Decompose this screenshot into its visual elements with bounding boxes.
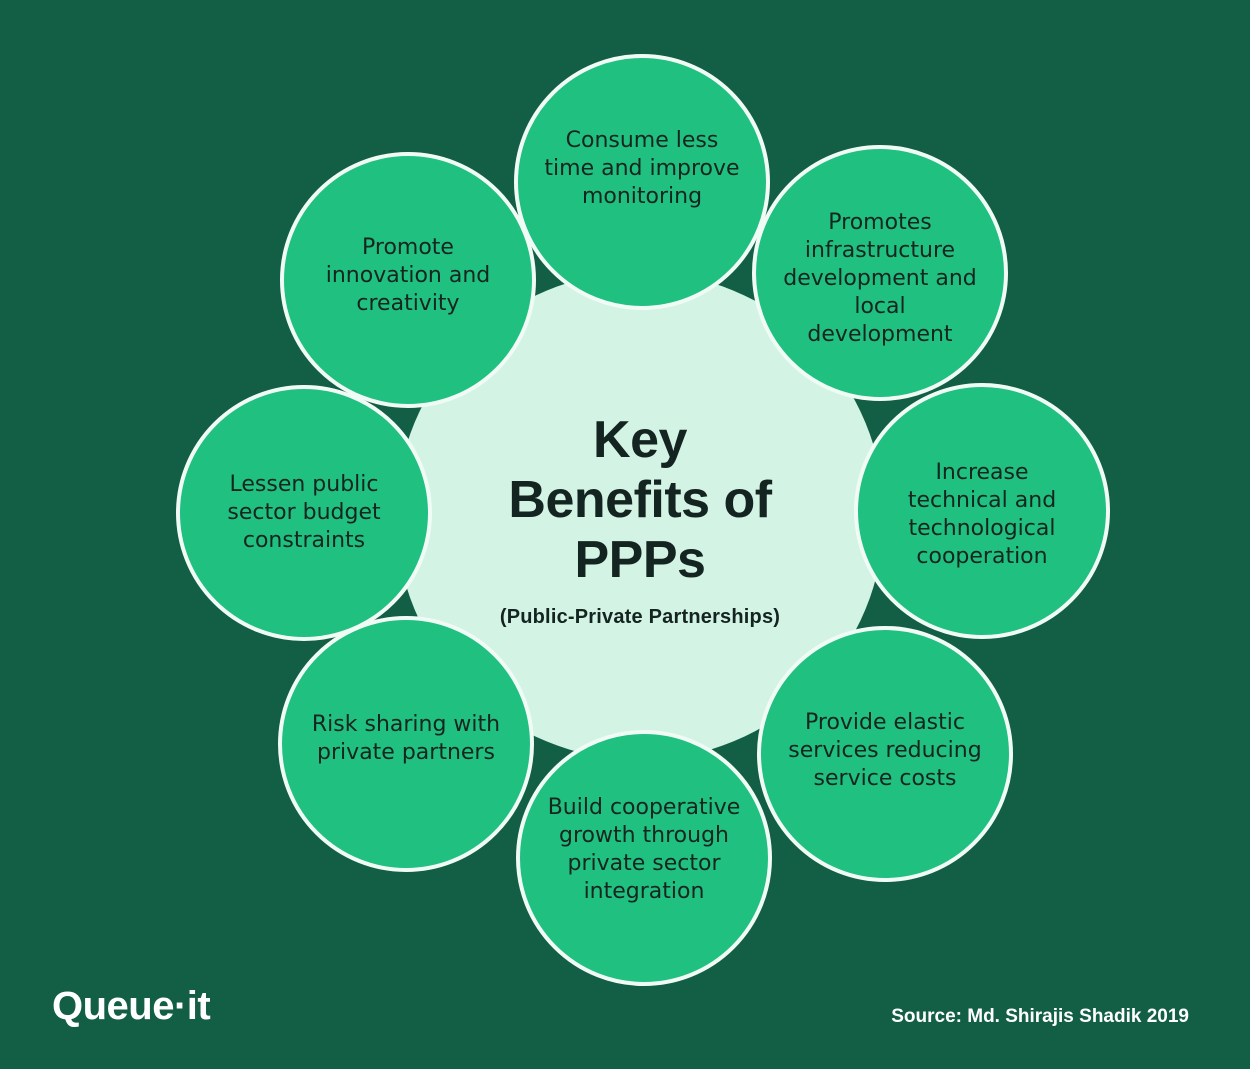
- benefit-circle-technical: Increase technical and technological coo…: [854, 383, 1110, 639]
- source-credit: Source: Md. Shirajis Shadik 2019: [891, 1006, 1189, 1027]
- benefit-circle-risk-sharing: Risk sharing with private partners: [278, 616, 534, 872]
- benefit-circle-time-monitoring: Consume less time and improve monitoring: [514, 54, 770, 310]
- benefit-label: Risk sharing with private partners: [311, 712, 501, 765]
- benefit-label: Lessen public sector budget constraints: [227, 472, 381, 553]
- benefit-label: Build cooperative growth through private…: [547, 795, 741, 904]
- center-subtitle: (Public-Private Partnerships): [499, 605, 781, 628]
- benefit-circle-infrastructure: Promotes infrastructure development and …: [752, 145, 1008, 401]
- queue-it-logo: Queue·it: [52, 984, 211, 1028]
- center-title: Key Benefits of PPPs: [508, 410, 772, 589]
- benefit-label: Promote innovation and creativity: [325, 235, 491, 316]
- benefit-circle-cooperative-growth: Build cooperative growth through private…: [516, 730, 772, 986]
- benefit-circle-elastic-services: Provide elastic services reducing servic…: [757, 626, 1013, 882]
- benefit-label: Promotes infrastructure development and …: [783, 210, 977, 347]
- benefit-label: Provide elastic services reducing servic…: [788, 710, 982, 791]
- benefit-circle-innovation: Promote innovation and creativity: [280, 152, 536, 408]
- benefit-label: Increase technical and technological coo…: [907, 460, 1057, 569]
- benefit-label: Consume less time and improve monitoring: [544, 128, 740, 209]
- benefit-circle-budget: Lessen public sector budget constraints: [176, 385, 432, 641]
